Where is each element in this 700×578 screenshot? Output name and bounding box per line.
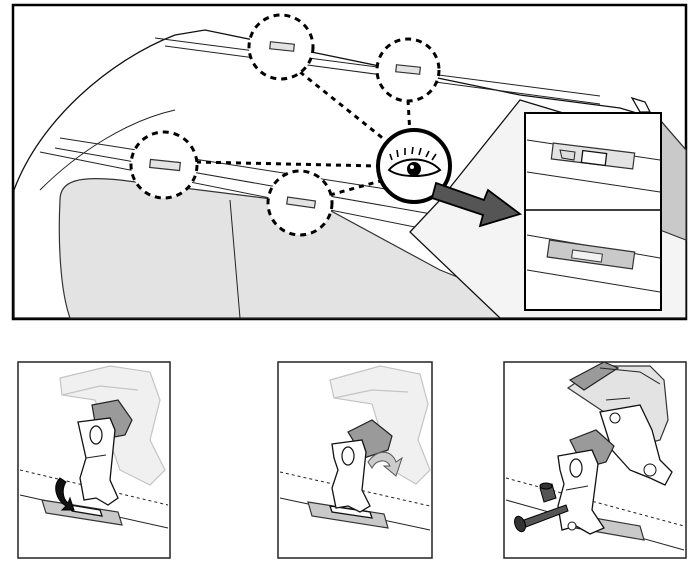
rotate-arrow-icon (55, 477, 75, 511)
inset-frame (524, 112, 662, 311)
step-1-panel (17, 361, 171, 559)
eye-icon (376, 128, 452, 204)
curved-arrow-icon (367, 451, 403, 477)
step-2-panel (277, 361, 433, 559)
inset-detail (524, 112, 662, 311)
bolt-icon (514, 482, 569, 533)
dashed-connectors (195, 70, 412, 197)
step-3-panel (503, 361, 687, 559)
top-panel (11, 3, 688, 321)
arrow-right-icon (430, 181, 522, 228)
